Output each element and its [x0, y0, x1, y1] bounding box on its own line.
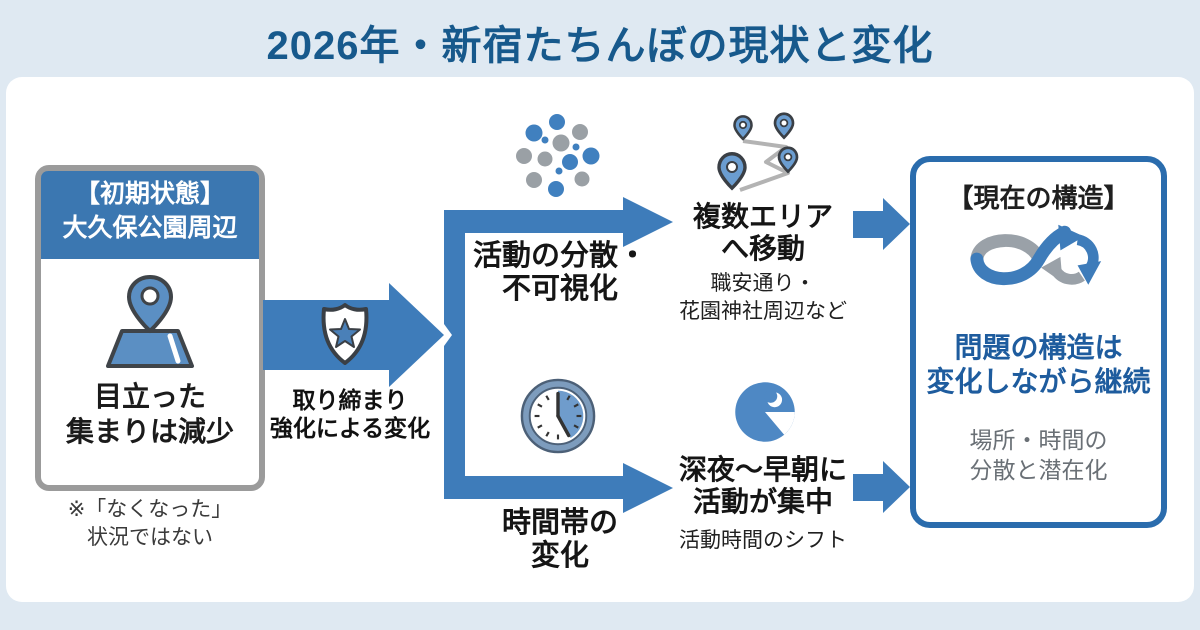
current-structure-header: 【現在の構造】 — [947, 183, 1130, 213]
dispersal-arrow-body — [444, 210, 623, 233]
dispersal-arrow-head — [623, 197, 673, 247]
enforcement-arrow-head — [389, 283, 444, 387]
current-structure-sub: 場所・時間の 分散と潜在化 — [916, 426, 1161, 486]
to-structure-arrow-top-body — [853, 211, 883, 238]
police-badge-icon — [321, 303, 369, 365]
initial-note-line1: ※「なくなった」 — [67, 498, 233, 521]
initial-state-header: 【初期状態】 大久保公園周辺 — [41, 171, 259, 259]
enforcement-caption-line1: 取り締まり — [292, 387, 408, 413]
dispersal-label-line1: 活動の分散・ — [472, 240, 647, 272]
initial-body-line2: 集まりは減少 — [65, 416, 234, 447]
branch-connector-notch — [444, 324, 452, 346]
map-pin-icon — [106, 275, 194, 368]
multi-area-sublabel: 職安通り・ 花園神社周辺など — [655, 270, 871, 327]
current-main-line2: 変化しながら継続 — [926, 366, 1151, 398]
to-structure-arrow-bottom-head — [883, 461, 910, 513]
initial-note-line2: 状況ではない — [87, 526, 213, 550]
night-activity-sub-line1: 活動時間のシフト — [679, 529, 847, 552]
clock-icon — [520, 378, 596, 454]
current-sub-line2: 分散と潜在化 — [969, 456, 1108, 483]
infinity-cycle-icon — [969, 224, 1101, 286]
to-structure-arrow-top-head — [883, 198, 910, 250]
current-structure-box: 【現在の構造】 問題の構造は 変化しながら継続 場所・時間の 分散と潜在化 — [910, 156, 1167, 528]
diagram-title: 2026年・新宿たちんぼの現状と変化 — [266, 24, 934, 68]
initial-header-line2: 大久保公園周辺 — [62, 213, 238, 242]
night-activity-label: 深夜～早朝に 活動が集中 — [663, 454, 863, 518]
to-structure-arrow-bottom-body — [853, 474, 883, 501]
dispersal-label-line2: 不可視化 — [501, 273, 618, 306]
time-label-line2: 変化 — [530, 540, 589, 573]
initial-header-line1: 【初期状態】 — [74, 180, 225, 208]
multi-area-line2: へ移動 — [720, 233, 805, 265]
current-sub-line1: 場所・時間の — [969, 427, 1108, 453]
scatter-dots-icon — [516, 114, 600, 197]
time-label-line1: 時間帯の — [501, 507, 618, 539]
multi-area-sub-line1: 職安通り・ — [710, 272, 816, 295]
current-main-line1: 問題の構造は — [954, 332, 1123, 363]
initial-state-box: 【初期状態】 大久保公園周辺 目立った 集まりは減少 — [35, 165, 265, 491]
multi-area-label: 複数エリア へ移動 — [663, 201, 863, 265]
enforcement-caption-line2: 強化による変化 — [269, 414, 431, 441]
dispersal-branch-label: 活動の分散・ 不可視化 — [450, 240, 670, 307]
multi-area-line1: 複数エリア — [692, 201, 833, 232]
initial-state-summary: 目立った 集まりは減少 — [41, 379, 259, 449]
night-activity-sublabel: 活動時間のシフト — [655, 527, 871, 555]
night-clock-icon — [735, 382, 795, 442]
multi-area-sub-line2: 花園神社周辺など — [679, 300, 847, 324]
time-arrow-head — [623, 463, 673, 513]
time-arrow-body — [444, 476, 623, 499]
initial-state-note: ※「なくなった」 状況ではない — [20, 496, 280, 553]
multi-pins-icon — [717, 112, 799, 192]
enforcement-caption: 取り締まり 強化による変化 — [250, 387, 450, 442]
initial-body-line1: 目立った — [93, 381, 206, 412]
time-branch-label: 時間帯の 変化 — [460, 507, 660, 574]
current-structure-main: 問題の構造は 変化しながら継続 — [906, 331, 1171, 399]
night-activity-line1: 深夜～早朝に — [678, 454, 847, 485]
night-activity-line2: 活動が集中 — [692, 486, 833, 518]
branch-connector-bar — [444, 210, 465, 499]
